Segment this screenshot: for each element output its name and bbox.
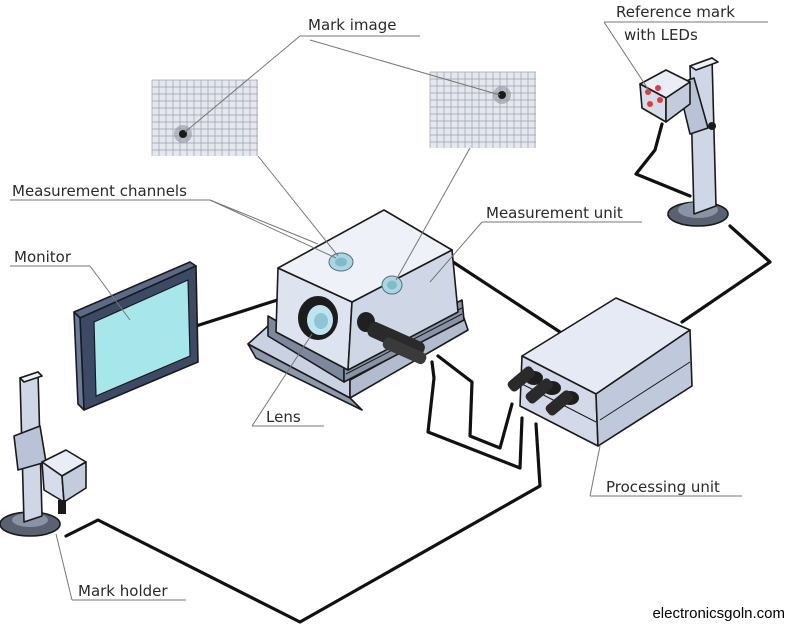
reference-mark-stand	[639, 57, 729, 227]
watermark: electronicsgoln.com	[652, 605, 785, 622]
mark-image-right	[429, 71, 536, 148]
processing-unit	[507, 297, 693, 447]
cables	[64, 122, 772, 624]
leaders	[10, 21, 768, 601]
label-reference-mark: Reference mark	[616, 3, 735, 21]
label-measurement-unit: Measurement unit	[486, 204, 623, 222]
label-mark-image: Mark image	[308, 16, 396, 34]
monitor	[73, 261, 199, 411]
label-monitor: Monitor	[14, 248, 72, 266]
label-lens: Lens	[266, 408, 301, 426]
mark-image-left	[151, 79, 258, 156]
measurement-unit	[247, 209, 469, 411]
labels: Mark image Reference mark with LEDs Meas…	[12, 3, 735, 600]
label-mark-holder: Mark holder	[78, 582, 168, 600]
mark-holder	[0, 371, 87, 537]
label-measurement-channels: Measurement channels	[12, 182, 187, 200]
label-reference-mark-line2: with LEDs	[624, 26, 698, 44]
label-processing-unit: Processing unit	[606, 478, 720, 496]
